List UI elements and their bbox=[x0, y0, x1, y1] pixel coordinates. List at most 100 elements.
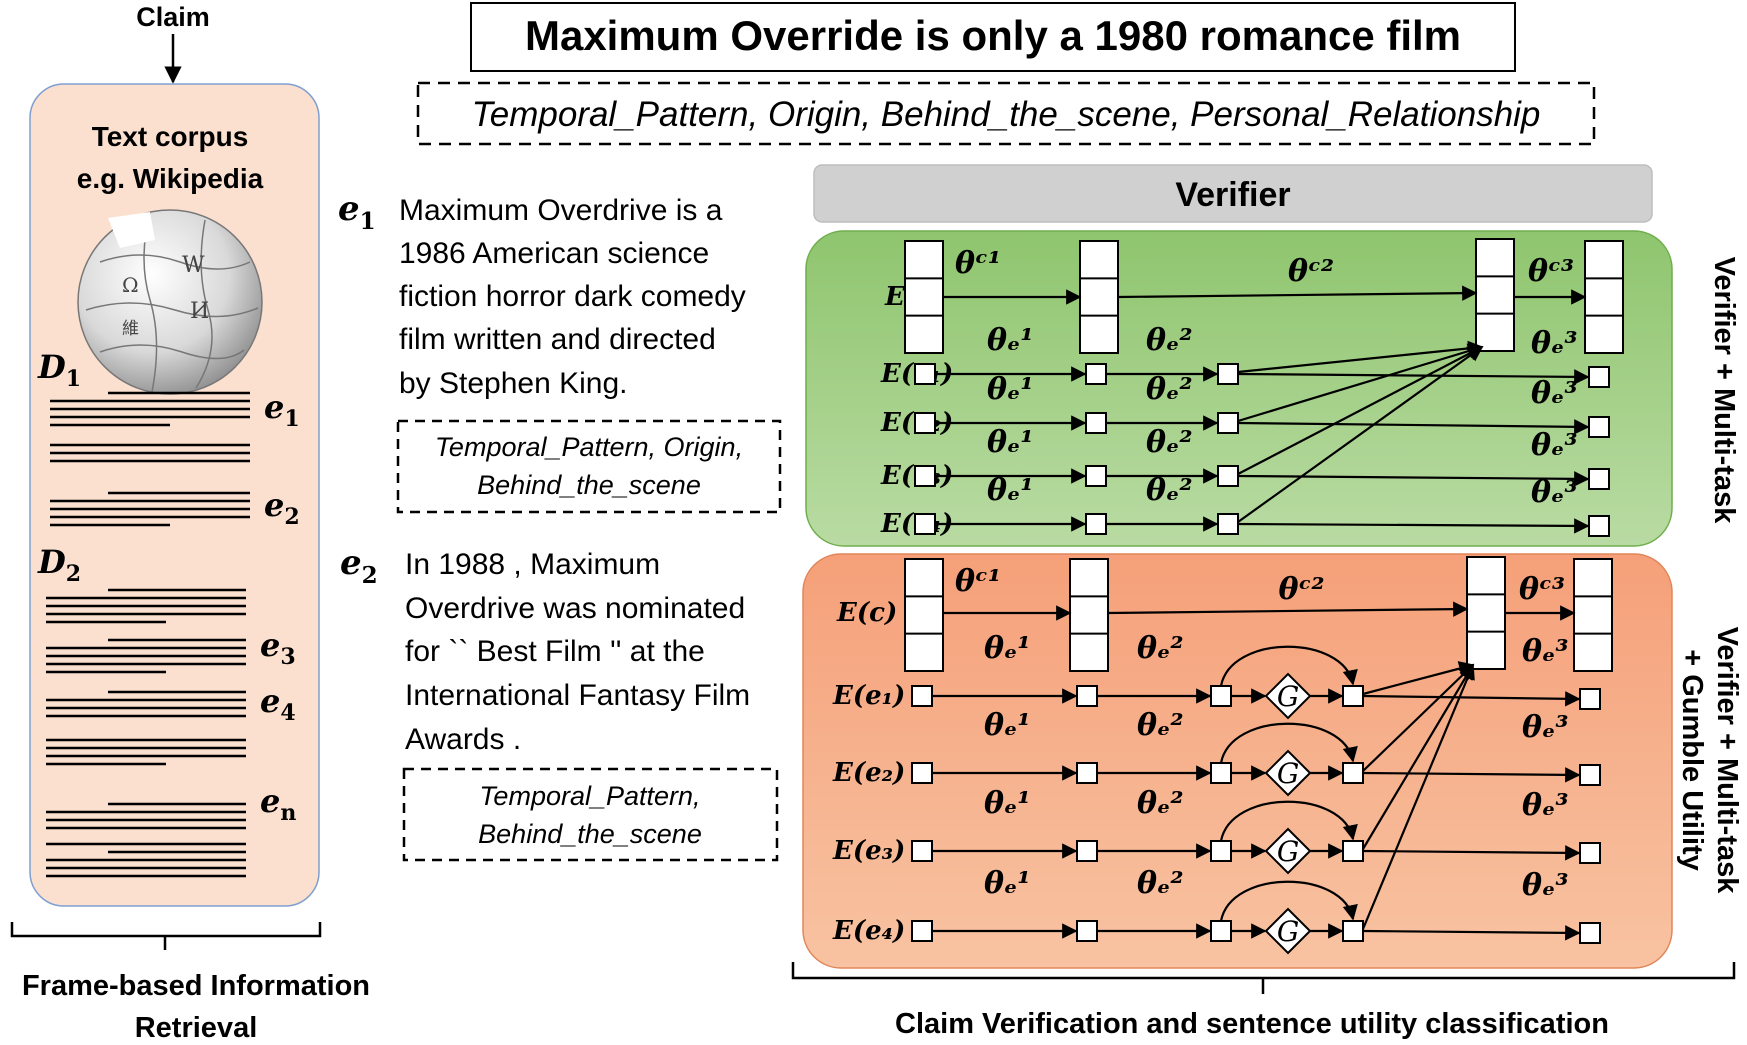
retrieval-brace bbox=[10, 922, 322, 950]
svg-text:Ω: Ω bbox=[122, 273, 139, 297]
evidence-label-e3: e3 bbox=[260, 626, 296, 670]
gumbel-row-3-gumbel-symbol: G bbox=[1277, 835, 1299, 868]
gumbel-row-4-gumbel-symbol: G bbox=[1277, 915, 1299, 948]
svg-text:Maximum Overdrive is a: Maximum Overdrive is a bbox=[399, 194, 723, 227]
gumbel-row-2-node-out bbox=[1579, 764, 1601, 786]
gumbel-row-2-theta-e3: θₑ³ bbox=[1522, 710, 1568, 745]
multitask-row-4-node-b bbox=[1085, 513, 1107, 535]
multitask-row-4-node-out bbox=[1588, 515, 1610, 537]
multitask-row-2-theta-e3: θₑ³ bbox=[1531, 376, 1577, 411]
gumbel-theta-c2: θᶜ² bbox=[1279, 572, 1325, 607]
gumbel-row-2-node-a bbox=[911, 762, 933, 784]
gumbel-claim-stack-1 bbox=[904, 558, 944, 672]
gumbel-row-1-node-d bbox=[1342, 685, 1364, 707]
evidence-label-e2: e2 bbox=[264, 486, 300, 530]
multitask-row-4-theta-e3: θₑ³ bbox=[1531, 475, 1577, 510]
svg-text:維: 維 bbox=[122, 319, 139, 339]
multitask-theta-c1: θᶜ¹ bbox=[955, 246, 1001, 281]
gumbel-row-2-gumbel-symbol: G bbox=[1277, 757, 1299, 790]
multitask-row-2-node-b bbox=[1085, 412, 1107, 434]
verifier-header-bar bbox=[813, 164, 1653, 223]
gumbel-row-4-theta-e1: θₑ¹ bbox=[984, 866, 1030, 901]
gumbel-row-2-node-c bbox=[1210, 762, 1232, 784]
document-lines-d2 bbox=[46, 588, 246, 878]
gumbel-row-1-theta-e2: θₑ² bbox=[1137, 631, 1183, 666]
gumbel-row-1-gumbel-symbol: G bbox=[1277, 680, 1299, 713]
gumbel-row-4-input-label: E(e₄) bbox=[832, 916, 905, 946]
multitask-row-3-node-b bbox=[1085, 465, 1107, 487]
multitask-row-4-arrow-to-claim bbox=[1237, 346, 1484, 523]
evidence-text-e1: Maximum Overdrive is a 1986 American sci… bbox=[399, 194, 746, 400]
svg-text:by Stephen King.: by Stephen King. bbox=[399, 367, 628, 400]
gumbel-row-4-node-c bbox=[1210, 920, 1232, 942]
panel-label-gumbel-line1: Verifier + Multi-task bbox=[1711, 627, 1743, 895]
gumbel-row-2-node-b bbox=[1076, 762, 1098, 784]
retrieval-caption-line2: Retrieval bbox=[135, 1012, 258, 1044]
multitask-theta-c3: θᶜ³ bbox=[1528, 254, 1574, 289]
gumbel-row-4-node-b bbox=[1076, 920, 1098, 942]
verifier-panel-gumbel bbox=[802, 553, 1673, 969]
verifier-networks: E(c)θᶜ¹θᶜ²θᶜ³E(e₁)θₑ¹θₑ²θₑ³E(e₂)θₑ¹θₑ²θₑ… bbox=[832, 238, 1624, 955]
retrieval-caption-line1: Frame-based Information bbox=[22, 970, 370, 1002]
gumbel-claim-input-label: E(c) bbox=[836, 598, 897, 628]
evidence-frames-e1-line1: Temporal_Pattern, Origin, bbox=[435, 432, 743, 462]
verifier-header: Verifier bbox=[1175, 176, 1290, 214]
multitask-row-4-node-a bbox=[914, 513, 936, 535]
gumbel-row-2-theta-e1: θₑ¹ bbox=[984, 708, 1030, 743]
gumbel-row-2-arrow-out bbox=[1362, 767, 1581, 783]
gumbel-row-3-arrow-to-claim bbox=[1362, 663, 1474, 850]
gumbel-theta-c3: θᶜ³ bbox=[1519, 572, 1565, 607]
multitask-row-3-node-c bbox=[1217, 465, 1239, 487]
svg-text:film written and directed: film written and directed bbox=[399, 323, 716, 356]
multitask-row-3-theta-e3: θₑ³ bbox=[1531, 428, 1577, 463]
multitask-row-3-node-a bbox=[914, 465, 936, 487]
verification-brace bbox=[791, 962, 1736, 994]
gumbel-row-3-node-out bbox=[1579, 842, 1601, 864]
gumbel-row-3-node-a bbox=[911, 840, 933, 862]
multitask-row-1-node-a bbox=[914, 363, 936, 385]
gumbel-row-3-skip-arc bbox=[1219, 800, 1358, 842]
gumbel-row-1-node-b bbox=[1076, 685, 1098, 707]
evidence-label-e1: e1 bbox=[264, 388, 300, 432]
evidence-marker-e2: e2 bbox=[340, 543, 378, 589]
gumbel-theta-c1: θᶜ¹ bbox=[955, 564, 1001, 599]
multitask-theta-c2: θᶜ² bbox=[1288, 254, 1334, 289]
gumbel-row-4-theta-e2: θₑ² bbox=[1137, 866, 1183, 901]
gumbel-claim-stack-4 bbox=[1573, 558, 1613, 672]
multitask-row-4-theta-e2: θₑ² bbox=[1146, 473, 1192, 508]
gumbel-row-2-input-label: E(e₂) bbox=[832, 758, 905, 788]
gumbel-row-1-theta-e3: θₑ³ bbox=[1522, 634, 1568, 669]
gumbel-row-2-node-d bbox=[1342, 762, 1364, 784]
gumbel-row-2-skip-arc bbox=[1219, 722, 1358, 764]
gumbel-row-4-theta-e3: θₑ³ bbox=[1522, 868, 1568, 903]
claim-box bbox=[470, 2, 1516, 72]
svg-text:W: W bbox=[182, 253, 205, 278]
corpus-title-line2: e.g. Wikipedia bbox=[77, 163, 264, 194]
gumbel-row-4-node-a bbox=[911, 920, 933, 942]
gumbel-row-3-arrow-out bbox=[1362, 845, 1581, 861]
gumbel-row-3-node-b bbox=[1076, 840, 1098, 862]
svg-text:International Fantasy Film: International Fantasy Film bbox=[405, 679, 750, 712]
multitask-row-1-node-c bbox=[1217, 363, 1239, 385]
multitask-claim-arrow-2 bbox=[1117, 285, 1478, 301]
gumbel-row-3-theta-e1: θₑ¹ bbox=[984, 786, 1030, 821]
multitask-row-1-theta-e1: θₑ¹ bbox=[987, 323, 1033, 358]
gumbel-row-4-node-d bbox=[1342, 920, 1364, 942]
multitask-row-2-node-out bbox=[1588, 416, 1610, 438]
svg-text:In 1988 , Maximum: In 1988 , Maximum bbox=[405, 548, 660, 581]
gumbel-row-3-node-d bbox=[1342, 840, 1364, 862]
gumbel-row-1-theta-e1: θₑ¹ bbox=[984, 631, 1030, 666]
evidence-frames-box-e2 bbox=[402, 767, 779, 862]
verification-caption: Claim Verification and sentence utility … bbox=[895, 1008, 1609, 1040]
document-label-d1: D1 bbox=[37, 348, 81, 392]
multitask-row-3-theta-e1: θₑ¹ bbox=[987, 425, 1033, 460]
multitask-claim-stack-1 bbox=[904, 240, 944, 354]
gumbel-row-3-theta-e3: θₑ³ bbox=[1522, 788, 1568, 823]
svg-text:fiction horror dark comedy: fiction horror dark comedy bbox=[399, 280, 746, 313]
verifier-panel-multitask bbox=[805, 230, 1673, 547]
corpus-title-line1: Text corpus bbox=[92, 121, 249, 152]
evidence-frames-box-e1 bbox=[396, 419, 782, 514]
gumbel-row-3-node-c bbox=[1210, 840, 1232, 862]
gumbel-row-3-theta-e2: θₑ² bbox=[1137, 786, 1183, 821]
